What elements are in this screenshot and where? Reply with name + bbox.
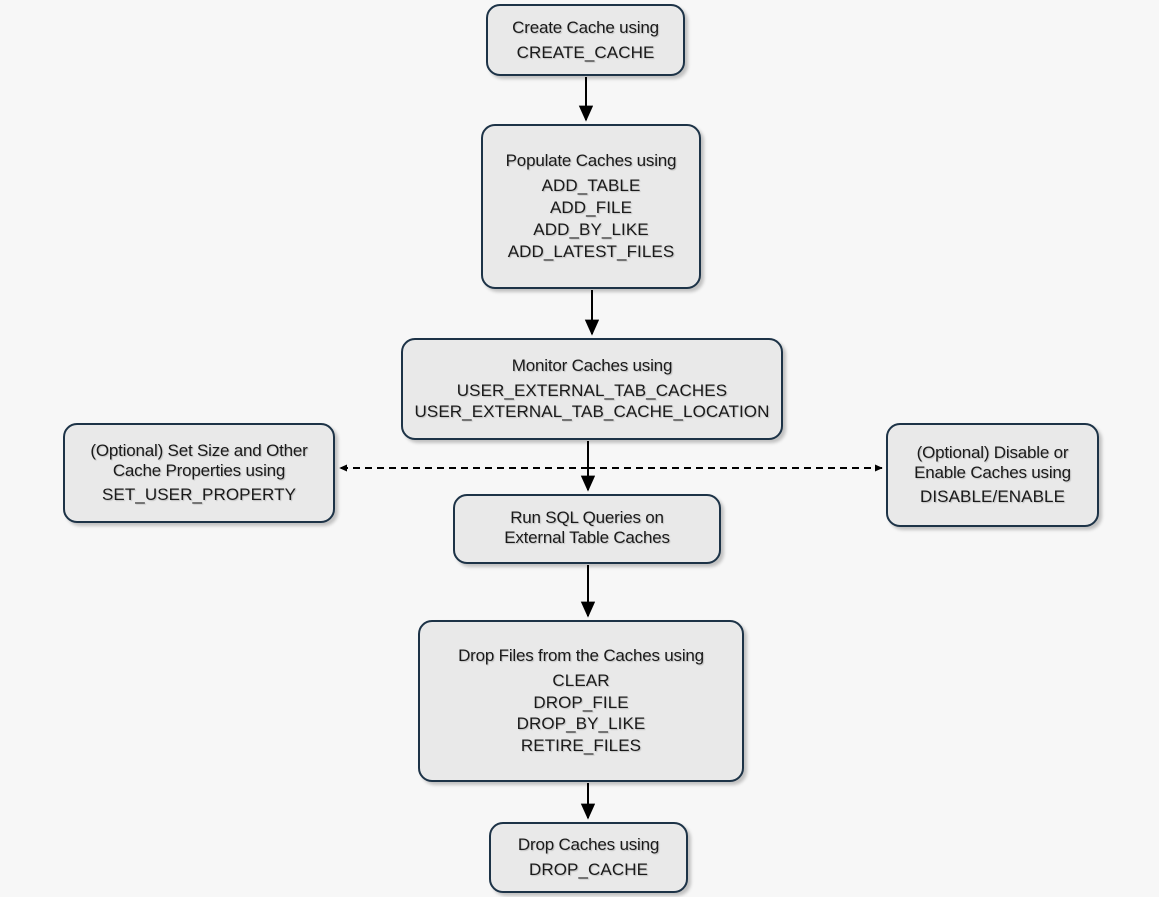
node-optional-disable-enable-caches-item-0: DISABLE/ENABLE: [919, 487, 1066, 507]
node-populate-caches-item-1: ADD_FILE: [549, 198, 633, 218]
node-monitor-caches-item-0: USER_EXTERNAL_TAB_CACHES: [456, 380, 728, 400]
node-create-cache-head: Create Cache using: [512, 17, 659, 37]
node-run-sql-queries-head: Run SQL Queries on: [510, 508, 664, 528]
node-optional-disable-enable-caches-head: (Optional) Disable or: [916, 442, 1069, 462]
node-monitor-caches[interactable]: Monitor Caches using USER_EXTERNAL_TAB_C…: [401, 338, 783, 440]
node-drop-files-from-caches-item-2: DROP_BY_LIKE: [516, 714, 646, 734]
node-drop-caches[interactable]: Drop Caches using DROP_CACHE: [489, 822, 688, 893]
node-drop-caches-head: Drop Caches using: [517, 835, 660, 855]
node-drop-files-from-caches-item-3: RETIRE_FILES: [520, 736, 642, 756]
node-create-cache[interactable]: Create Cache using CREATE_CACHE: [486, 4, 685, 76]
node-optional-set-cache-properties-head2: Cache Properties using: [112, 460, 286, 480]
node-run-sql-queries[interactable]: Run SQL Queries on External Table Caches: [453, 494, 721, 564]
node-optional-set-cache-properties-head: (Optional) Set Size and Other: [90, 440, 308, 460]
node-monitor-caches-head: Monitor Caches using: [511, 355, 673, 375]
node-drop-files-from-caches-item-1: DROP_FILE: [533, 692, 629, 712]
node-optional-set-cache-properties[interactable]: (Optional) Set Size and Other Cache Prop…: [63, 423, 335, 523]
node-drop-files-from-caches-head: Drop Files from the Caches using: [458, 645, 704, 665]
node-populate-caches-item-0: ADD_TABLE: [541, 176, 641, 196]
node-populate-caches-item-2: ADD_BY_LIKE: [533, 219, 649, 239]
node-drop-files-from-caches-item-0: CLEAR: [552, 670, 610, 690]
node-run-sql-queries-head2: External Table Caches: [504, 528, 670, 547]
node-populate-caches[interactable]: Populate Caches using ADD_TABLE ADD_FILE…: [481, 124, 701, 289]
node-create-cache-item-0: CREATE_CACHE: [516, 42, 655, 62]
node-drop-caches-item-0: DROP_CACHE: [528, 860, 649, 879]
node-optional-set-cache-properties-item-0: SET_USER_PROPERTY: [101, 485, 297, 505]
node-monitor-caches-item-1: USER_EXTERNAL_TAB_CACHE_LOCATION: [414, 402, 770, 422]
node-drop-files-from-caches[interactable]: Drop Files from the Caches using CLEAR D…: [418, 620, 744, 782]
node-optional-disable-enable-caches-head2: Enable Caches using: [914, 462, 1071, 482]
node-populate-caches-item-3: ADD_LATEST_FILES: [507, 241, 675, 261]
node-optional-disable-enable-caches[interactable]: (Optional) Disable or Enable Caches usin…: [886, 423, 1099, 527]
node-populate-caches-head: Populate Caches using: [505, 151, 677, 171]
